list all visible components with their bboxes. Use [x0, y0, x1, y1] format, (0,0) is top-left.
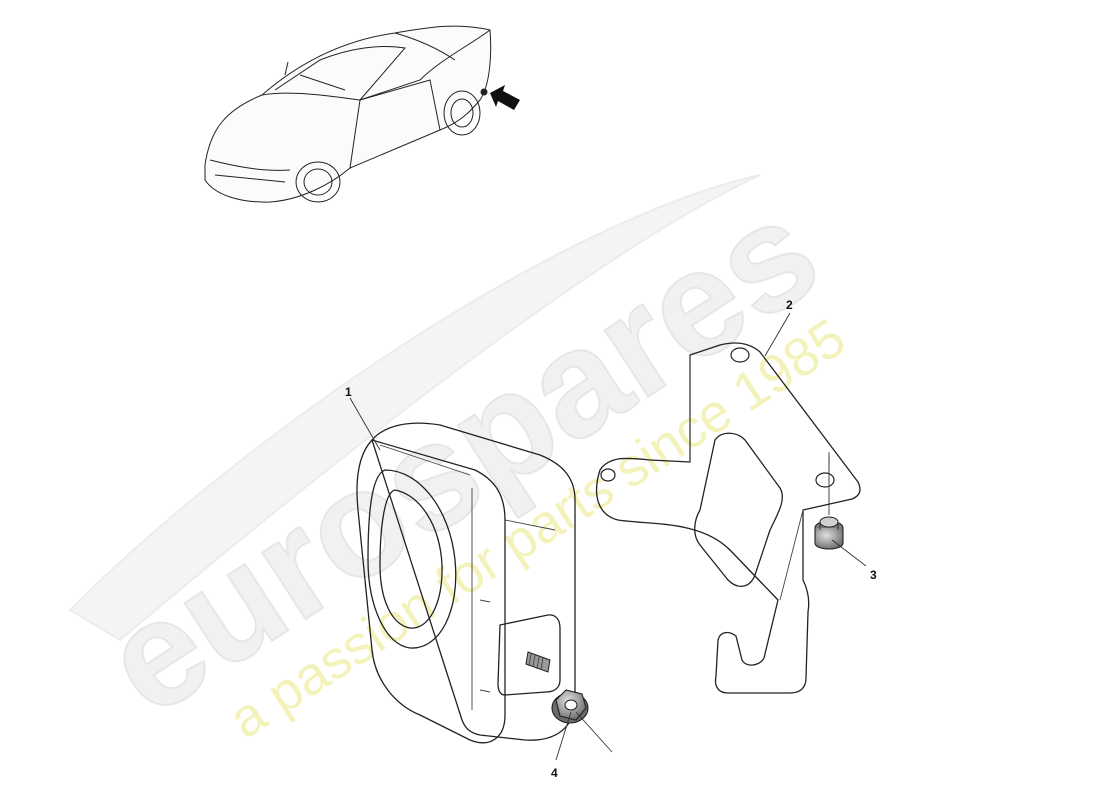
- watermark-swoosh: [68, 174, 761, 642]
- callout-label-2: 2: [786, 298, 793, 312]
- callout-label-1: 1: [345, 385, 352, 399]
- callout-label-4: 4: [551, 766, 558, 780]
- watermark-brand: eurospares: [76, 165, 846, 746]
- flange-nut: [814, 516, 844, 550]
- car-locator-illustration: [204, 25, 492, 203]
- callout-label-3: 3: [870, 568, 877, 582]
- watermark: eurospares a passion for parts since 198…: [68, 164, 856, 750]
- leader-line-3: [831, 539, 867, 567]
- leader-lines: [349, 312, 867, 761]
- leader-line-4: [555, 711, 572, 761]
- leader-line-1: [349, 397, 381, 451]
- leader-line-2: [764, 312, 791, 357]
- axis-line-bolt: [575, 711, 613, 753]
- callout-labels: 1 2 3 4: [345, 298, 877, 780]
- location-arrow-icon: [490, 85, 520, 110]
- nut: [551, 689, 589, 724]
